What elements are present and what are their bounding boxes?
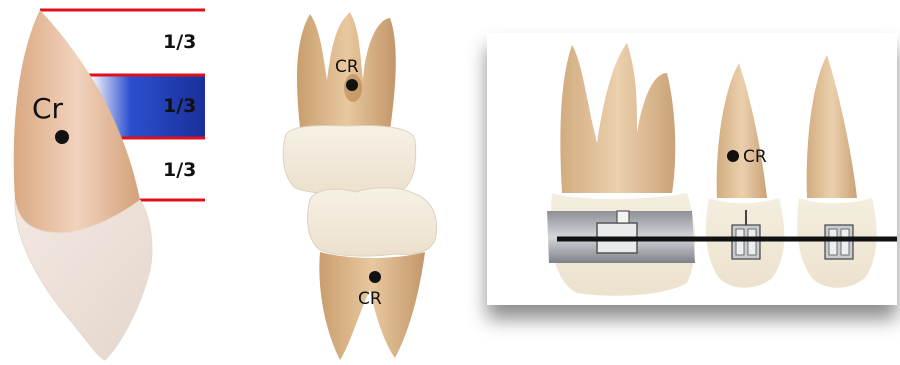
molar-hook [617,211,629,223]
molars-diagram: CR CR [265,0,460,365]
cr-label: Cr [32,92,64,125]
third-label-middle: 1/3 [163,95,196,117]
premolar-2-root [807,55,857,198]
molars-panel: CR CR [265,0,460,365]
upper-cr-dot [346,79,358,91]
lower-cr-dot [369,271,381,283]
cr-label: CR [743,147,767,167]
molar-roots [560,43,675,193]
upper-molar-crown [283,126,416,195]
bracket-panel: CR [487,33,897,305]
third-label-apical: 1/3 [163,31,196,53]
center-of-resistance-dot [727,150,739,162]
premolar-2-bracket [825,225,853,259]
upper-cr-label: CR [335,57,359,77]
third-label-cervical: 1/3 [163,159,196,181]
lower-molar-crown [307,188,436,256]
bracket-diagram: CR [487,33,897,305]
premolar-1-root [717,63,767,198]
center-of-resistance-dot [55,130,69,144]
single-root-tooth-panel: Cr 1/3 1/3 1/3 [0,0,205,365]
single-root-tooth-diagram: Cr 1/3 1/3 1/3 [0,0,205,365]
lower-cr-label: CR [358,289,382,309]
